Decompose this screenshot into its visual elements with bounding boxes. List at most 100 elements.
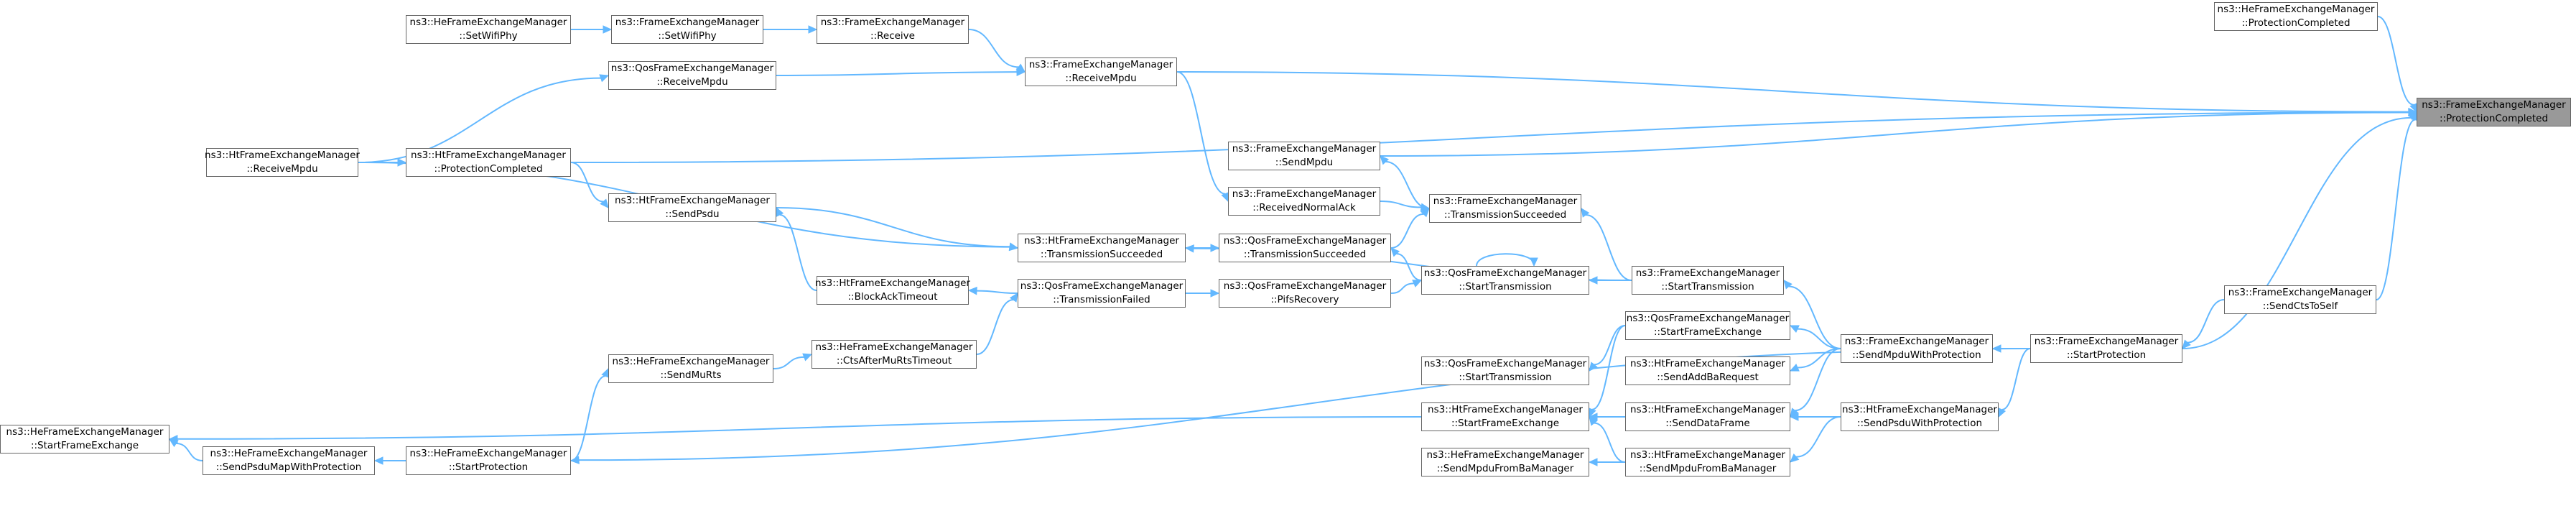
- node-qos-start-transmission-2[interactable]: ns3::QosFrameExchangeManager ::StartTran…: [1421, 356, 1589, 385]
- node-he-start-frame-exchange[interactable]: ns3::HeFrameExchangeManager ::StartFrame…: [0, 425, 169, 454]
- node-label-line1: ns3::HeFrameExchangeManager: [409, 17, 567, 28]
- edge-qos_txfailed-to-ht_blockacktimeout: [976, 290, 1018, 294]
- edge-fem_starttx-to-fem_txsucc: [1586, 214, 1632, 281]
- node-label-line1: ns3::HtFrameExchangeManager: [411, 149, 566, 161]
- edge-arrowhead: [1210, 289, 1220, 298]
- node-label-line2: ::SendAddBaRequest: [1657, 372, 1759, 383]
- edge-ht_startfe-to-he_startfe: [177, 416, 1422, 440]
- node-label-line1: ns3::HeFrameExchangeManager: [612, 356, 770, 367]
- edge-arrowhead: [600, 198, 609, 208]
- node-fem-transmission-succeeded[interactable]: ns3::FrameExchangeManager ::Transmission…: [1429, 194, 1581, 223]
- node-label-line2: ::StartTransmission: [1459, 372, 1552, 383]
- node-label-line2: ::BlockAckTimeout: [847, 291, 938, 303]
- node-ht-send-add-ba-request[interactable]: ns3::HtFrameExchangeManager ::SendAddBaR…: [1625, 356, 1790, 385]
- edge-arrowhead: [1789, 413, 1799, 421]
- node-qos-start-transmission[interactable]: ns3::QosFrameExchangeManager ::StartTran…: [1421, 266, 1589, 295]
- node-ht-send-data-frame[interactable]: ns3::HtFrameExchangeManager ::SendDataFr…: [1625, 402, 1790, 431]
- node-label-line2: ::SendCtsToSelf: [2262, 300, 2338, 312]
- node-qos-transmission-succeeded[interactable]: ns3::QosFrameExchangeManager ::Transmiss…: [1219, 234, 1391, 262]
- edge-self-loop: [1476, 253, 1535, 267]
- node-label-line1: ns3::HtFrameExchangeManager: [1630, 449, 1785, 461]
- node-label-line2: ::ProtectionCompleted: [2241, 17, 2351, 29]
- node-he-send-mu-rts[interactable]: ns3::HeFrameExchangeManager ::SendMuRts: [608, 354, 773, 383]
- edge-ht_protcompl-to-root: [570, 111, 2409, 163]
- edge-arrowhead: [1789, 325, 1800, 333]
- node-label-line1: ns3::HtFrameExchangeManager: [1630, 358, 1785, 369]
- node-label-line2: ::StartFrameExchange: [30, 440, 139, 451]
- edge-ht_recvmpdu-to-qos_recvmpdu: [358, 77, 601, 163]
- node-label-line2: ::StartFrameExchange: [1653, 326, 1762, 338]
- node-ht-send-mpdu-from-ba-manager[interactable]: ns3::HtFrameExchangeManager ::SendMpduFr…: [1625, 448, 1790, 477]
- node-label-line1: ns3::QosFrameExchangeManager: [610, 63, 774, 74]
- node-label-line1: ns3::FrameExchangeManager: [1028, 59, 1173, 70]
- edge-arrowhead: [1184, 244, 1194, 253]
- edge-arrowhead: [1008, 242, 1019, 252]
- edge-fem_sendmpdu-to-root: [1380, 111, 2409, 157]
- edge-fem_sendmpduwp-to-qos_startfe: [1797, 328, 1841, 349]
- edge-ht_protcompl-to-ht_sendpsdu: [570, 162, 604, 203]
- node-fem-protection-completed[interactable]: ns3::FrameExchangeManager ::ProtectionCo…: [2417, 98, 2571, 126]
- node-label-line2: ::ProtectionCompleted: [2439, 113, 2549, 124]
- node-label-line1: ns3::HtFrameExchangeManager: [1842, 404, 1997, 415]
- node-ht-send-psdu-with-protection[interactable]: ns3::HtFrameExchangeManager ::SendPsduWi…: [1841, 402, 1999, 431]
- edge-fem_sendmpduwp-to-ht_senddataframe: [1795, 348, 1841, 412]
- edge-qos_pifsrecovery-to-qos_starttx_a: [1390, 282, 1414, 294]
- edge-fem_startprot-to-root: [2182, 116, 2412, 349]
- node-he-set-wifi-phy[interactable]: ns3::HeFrameExchangeManager ::SetWifiPhy: [406, 15, 571, 44]
- node-label-line1: ns3::QosFrameExchangeManager: [1626, 313, 1790, 324]
- edge-arrowhead: [1789, 364, 1800, 372]
- edge-fem_receive-to-fem_recvmpdu: [968, 29, 1019, 68]
- node-ht-transmission-succeeded[interactable]: ns3::HtFrameExchangeManager ::Transmissi…: [1018, 234, 1186, 262]
- node-fem-receive-mpdu[interactable]: ns3::FrameExchangeManager ::ReceiveMpdu: [1025, 57, 1177, 86]
- edge-arrowhead: [1588, 458, 1598, 466]
- node-qos-transmission-failed[interactable]: ns3::QosFrameExchangeManager ::Transmiss…: [1018, 279, 1186, 308]
- edge-arrowhead: [1589, 416, 1598, 426]
- node-ht-start-frame-exchange[interactable]: ns3::HtFrameExchangeManager ::StartFrame…: [1421, 402, 1589, 431]
- node-label-line1: ns3::FrameExchangeManager: [2228, 287, 2373, 298]
- node-fem-received-normal-ack[interactable]: ns3::FrameExchangeManager ::ReceivedNorm…: [1228, 187, 1380, 216]
- node-he-start-protection[interactable]: ns3::HeFrameExchangeManager ::StartProte…: [406, 446, 571, 475]
- node-label-line1: ns3::HeFrameExchangeManager: [210, 448, 368, 459]
- node-he-send-psdu-map-with-protection[interactable]: ns3::HeFrameExchangeManager ::SendPsduMa…: [203, 446, 375, 475]
- node-he-cts-after-mu-rts-timeout[interactable]: ns3::HeFrameExchangeManager ::CtsAfterMu…: [812, 340, 977, 369]
- edge-fem_startprot-to-ht_sendpsduwp: [2001, 348, 2031, 411]
- node-fem-receive[interactable]: ns3::FrameExchangeManager ::Receive: [817, 15, 969, 44]
- node-ht-receive-mpdu[interactable]: ns3::HtFrameExchangeManager ::ReceiveMpd…: [205, 148, 360, 177]
- node-ht-block-ack-timeout[interactable]: ns3::HtFrameExchangeManager ::BlockAckTi…: [815, 276, 970, 305]
- node-label-line2: ::SendMpduFromBaManager: [1639, 463, 1777, 474]
- node-qos-pifs-recovery[interactable]: ns3::QosFrameExchangeManager ::PifsRecov…: [1219, 279, 1391, 308]
- node-he-protection-completed[interactable]: ns3::HeFrameExchangeManager ::Protection…: [2214, 2, 2378, 31]
- edge-he_sendmurts-to-he_ctsaftermurts: [773, 356, 804, 369]
- node-qos-receive-mpdu[interactable]: ns3::QosFrameExchangeManager ::ReceiveMp…: [608, 61, 776, 90]
- node-label-line1: ns3::HtFrameExchangeManager: [1630, 404, 1785, 415]
- node-label-line1: ns3::HeFrameExchangeManager: [6, 426, 164, 438]
- node-fem-start-protection[interactable]: ns3::FrameExchangeManager ::StartProtect…: [2030, 334, 2182, 363]
- edge-fem_txsucc-to-fem_sendmpdu: [1385, 161, 1430, 209]
- node-he-send-mpdu-from-ba-manager[interactable]: ns3::HeFrameExchangeManager ::SendMpduFr…: [1421, 448, 1589, 477]
- edge-arrowhead: [373, 456, 383, 465]
- node-ht-send-psdu[interactable]: ns3::HtFrameExchangeManager ::SendPsdu: [608, 193, 776, 222]
- node-fem-send-mpdu-with-protection[interactable]: ns3::FrameExchangeManager ::SendMpduWith…: [1841, 334, 1993, 363]
- node-label-line1: ns3::FrameExchangeManager: [1635, 267, 1780, 279]
- node-fem-send-mpdu[interactable]: ns3::FrameExchangeManager ::SendMpdu: [1228, 142, 1380, 170]
- edge-arrowhead: [1530, 257, 1538, 267]
- edge-arrowhead: [1589, 362, 1598, 372]
- edge-fem_sendmpduwp-to-fem_starttx: [1788, 285, 1841, 349]
- node-label-line1: ns3::QosFrameExchangeManager: [1423, 267, 1587, 279]
- node-fem-set-wifi-phy[interactable]: ns3::FrameExchangeManager ::SetWifiPhy: [611, 15, 763, 44]
- node-label-line1: ns3::FrameExchangeManager: [820, 17, 965, 28]
- node-label-line2: ::SendMpduWithProtection: [1852, 349, 1981, 361]
- node-ht-protection-completed[interactable]: ns3::HtFrameExchangeManager ::Protection…: [406, 148, 571, 177]
- node-label-line1: ns3::FrameExchangeManager: [1232, 143, 1377, 155]
- node-label-line2: ::CtsAfterMuRtsTimeout: [836, 355, 952, 367]
- node-label-line2: ::StartTransmission: [1661, 281, 1754, 293]
- node-fem-send-cts-to-self[interactable]: ns3::FrameExchangeManager ::SendCtsToSel…: [2224, 285, 2376, 314]
- node-label-line2: ::ReceiveMpdu: [1065, 73, 1137, 84]
- node-label-line1: ns3::FrameExchangeManager: [615, 17, 760, 28]
- node-qos-start-frame-exchange[interactable]: ns3::QosFrameExchangeManager ::StartFram…: [1625, 311, 1790, 340]
- node-label-line2: ::SendDataFrame: [1665, 418, 1750, 429]
- edge-qos_recvmpdu-to-fem_recvmpdu: [776, 71, 1018, 76]
- node-fem-start-transmission[interactable]: ns3::FrameExchangeManager ::StartTransmi…: [1632, 266, 1784, 295]
